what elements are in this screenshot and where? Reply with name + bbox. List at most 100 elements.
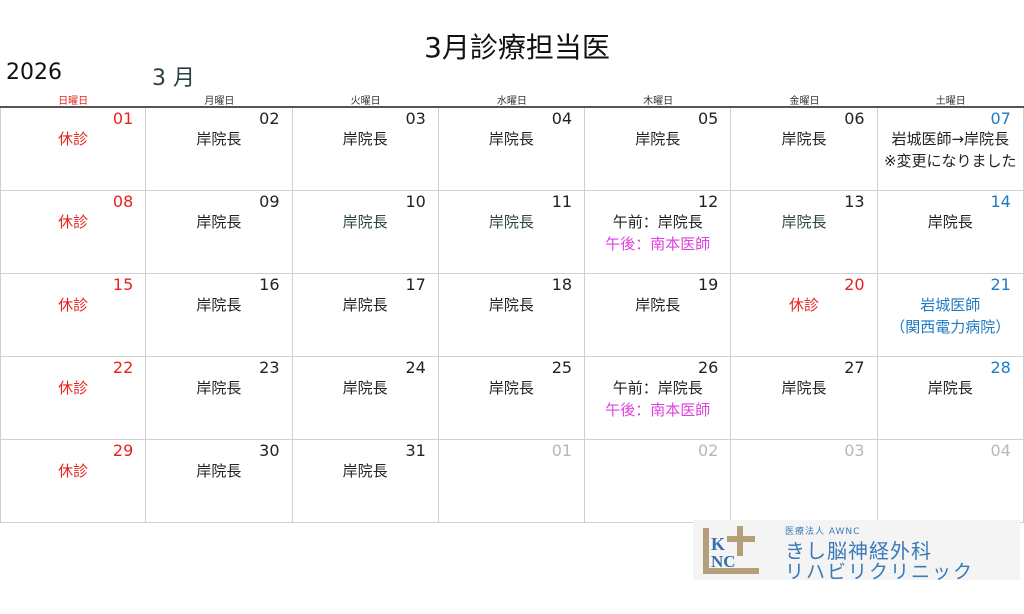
day-cell[interactable]: 01 [439,440,586,522]
schedule-line: 岸院長 [488,130,534,148]
schedule-line: 岸院長 [488,213,534,231]
schedule-line: 休診 [58,296,89,314]
page-title: 3月診療担当医 [424,31,610,64]
schedule-line: 岸院長 [927,379,973,397]
day-number: 31 [405,441,426,460]
doctor-schedule: 岸院長 [585,294,730,316]
schedule-line: 休診 [788,296,819,314]
schedule-line: 岸院長 [196,296,242,314]
schedule-line: 午後：南本医師 [605,235,711,253]
schedule-line: 岸院長 [927,213,973,231]
schedule-line: 午前：岸院長 [612,379,703,397]
schedule-line: 岸院長 [196,379,242,397]
weekday-0: 日曜日 [58,96,89,107]
day-number: 29 [112,441,134,460]
weekday-2: 火曜日 [350,96,381,107]
doctor-schedule: 休診 [1,377,145,399]
doctor-schedule: 岸院長 [146,128,291,150]
logo-subname: リハビリクリニック [785,561,975,583]
schedule-line: 休診 [58,213,89,231]
svg-text:K: K [711,534,725,554]
day-number: 25 [551,358,573,377]
doctor-schedule: 岩城医師→岸院長※変更になりました [878,128,1023,172]
schedule-line: 岸院長 [781,213,827,231]
day-number: 12 [697,192,719,211]
schedule-line: 休診 [58,462,89,480]
schedule-line: 岸院長 [781,379,827,397]
knc-logo-icon: K NC [703,526,759,574]
day-cell[interactable]: 04 [878,440,1024,522]
day-number: 04 [990,441,1011,460]
doctor-schedule: 岸院長 [439,211,584,233]
day-number: 20 [844,275,865,294]
doctor-schedule: 休診 [731,294,876,316]
day-cell[interactable]: 29 休診 [0,440,147,522]
logo-name: きし脳神経外科 [785,539,932,563]
schedule-line: 岸院長 [196,213,242,231]
doctor-schedule: 岸院長 [731,377,876,399]
doctor-schedule: 休診 [1,128,145,150]
schedule-line: 午前：岸院長 [612,213,703,231]
day-cell[interactable]: 27 岸院長 [731,357,878,439]
doctor-schedule: 午前：岸院長午後：南本医師 [585,211,730,255]
weekday-4: 木曜日 [643,96,674,107]
doctor-schedule: 岸院長 [293,460,438,482]
doctor-schedule: 休診 [1,211,145,233]
schedule-line: 岸院長 [342,379,388,397]
day-number: 28 [990,358,1011,377]
day-number: 01 [112,109,134,128]
weekday-5: 金曜日 [789,96,820,107]
day-cell[interactable]: 20 休診 [731,274,878,356]
doctor-schedule: 岸院長 [439,294,584,316]
day-number: 10 [405,192,426,211]
doctor-schedule: 岸院長 [293,211,438,233]
day-cell[interactable]: 03 [731,440,878,522]
day-number: 03 [844,441,865,460]
day-number: 17 [405,275,426,294]
day-number: 03 [405,109,426,128]
doctor-schedule: 岸院長 [878,377,1023,399]
day-number: 07 [990,109,1011,128]
day-cell[interactable]: 02 [585,440,732,522]
doctor-schedule: 岩城医師（関西電力病院） [878,294,1023,338]
day-cell[interactable]: 28 岸院長 [878,357,1024,439]
schedule-line: 岸院長 [635,296,681,314]
day-number: 06 [844,109,865,128]
day-number: 02 [259,109,280,128]
weekday-6: 土曜日 [935,96,966,107]
schedule-line: 岩城医師 [920,296,981,314]
day-number: 01 [551,441,573,460]
day-number: 27 [844,358,865,377]
doctor-schedule: 岸院長 [293,294,438,316]
